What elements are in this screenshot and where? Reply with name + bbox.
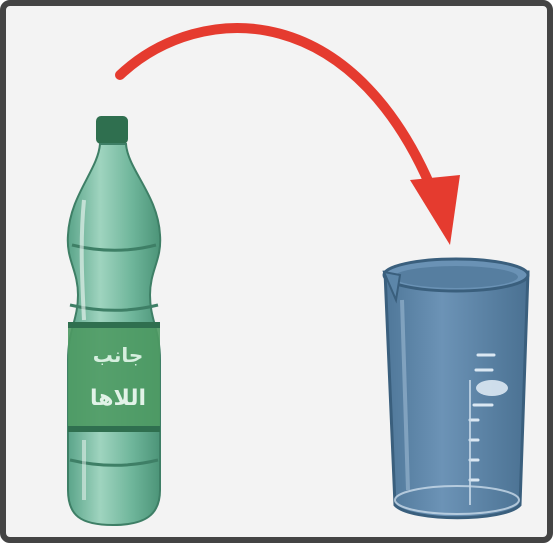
curved-arrow-icon (120, 28, 460, 245)
bottle-label-text-line1: جانب (93, 343, 144, 367)
beaker-icon (384, 259, 528, 518)
bottle-cap (96, 116, 128, 144)
bottle-label (68, 322, 160, 432)
water-bottle-icon: جانب اللاها (68, 116, 160, 525)
bottle-label-text-line2: اللاها (90, 386, 146, 411)
